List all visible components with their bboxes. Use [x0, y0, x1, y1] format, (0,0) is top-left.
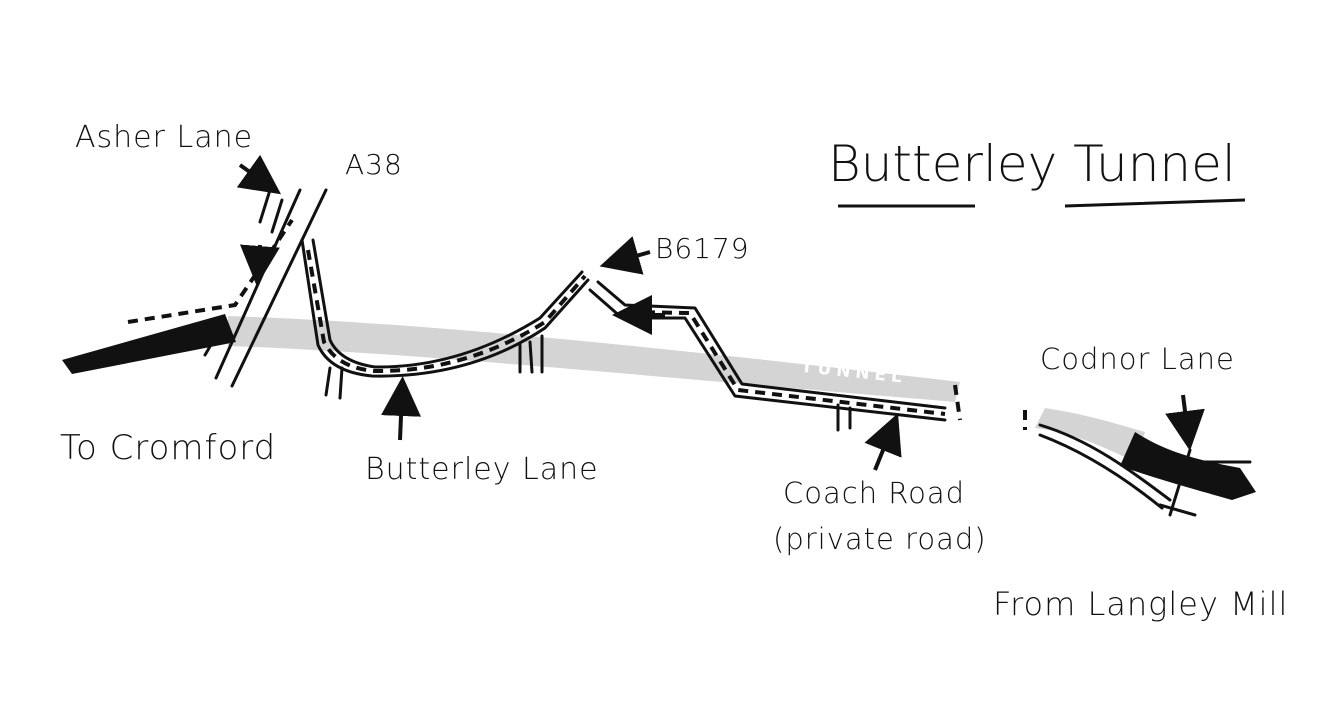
label-private-road: (private road) — [773, 522, 987, 556]
tunnel-band-east — [1035, 408, 1145, 462]
label-coach-road: Coach Road — [783, 476, 966, 510]
label-b6179: B6179 — [655, 232, 750, 265]
road-asher-lane — [203, 188, 284, 357]
road-codnor-east — [1038, 423, 1252, 517]
canal-to-cromford — [62, 314, 236, 374]
map-title: Butterley Tunnel — [828, 135, 1236, 193]
label-to-cromford: To Cromford — [60, 428, 277, 468]
towpath-coach — [627, 310, 946, 416]
towpath-west — [127, 218, 294, 324]
canal-from-langley-mill — [1120, 432, 1256, 500]
title-underline — [838, 198, 1246, 208]
tunnel-band — [228, 316, 960, 402]
label-butterley-lane: Butterley Lane — [365, 452, 599, 487]
label-codnor-lane: Codnor Lane — [1040, 342, 1235, 376]
label-from-langley-mill: From Langley Mill — [993, 585, 1289, 623]
road-butterley-lane — [300, 238, 590, 378]
label-asher-lane: Asher Lane — [75, 120, 254, 155]
side-roads — [324, 334, 544, 400]
coach-side-road — [836, 403, 852, 432]
tunnel-portal-dots — [953, 384, 1027, 430]
pointer-arrows — [236, 154, 1205, 471]
towpath-butterley — [306, 249, 587, 374]
label-a38: A38 — [345, 148, 403, 181]
